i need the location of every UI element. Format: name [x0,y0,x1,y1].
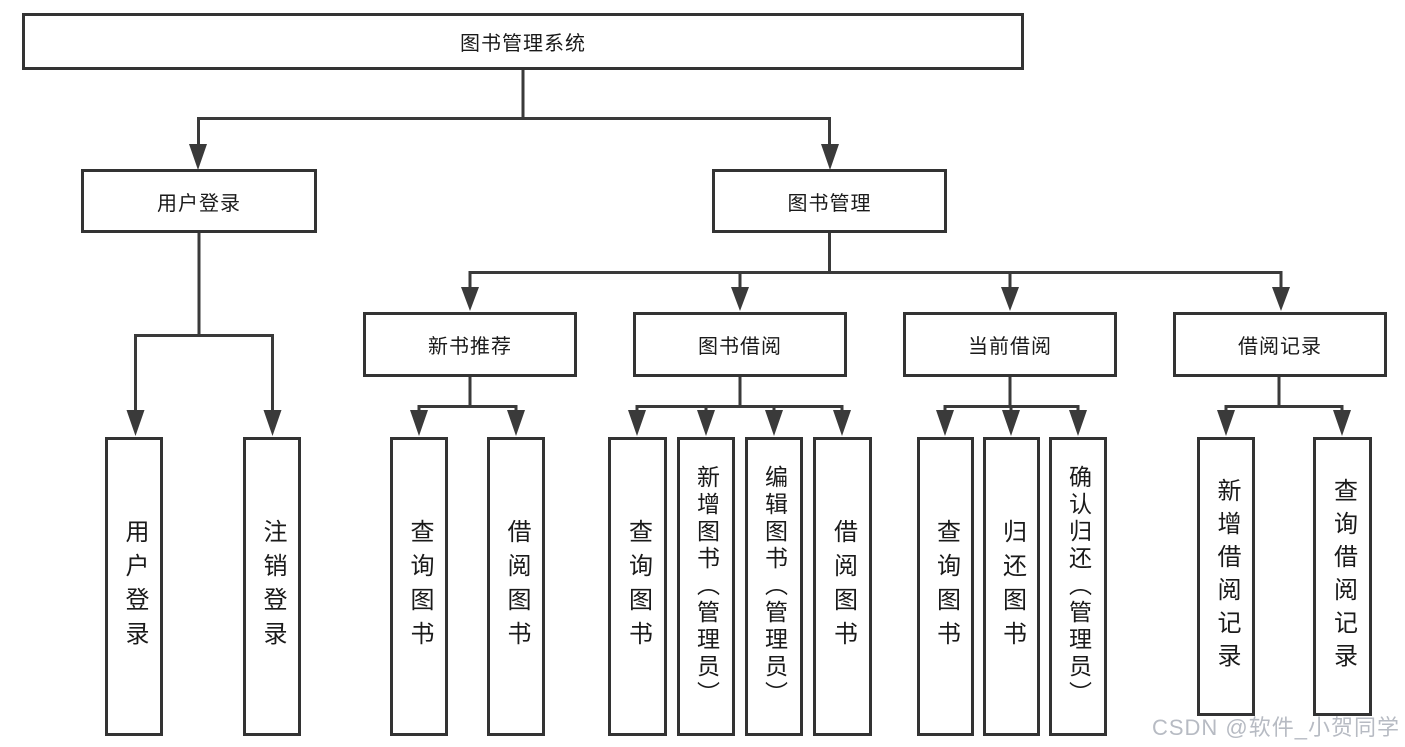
node-label: 查询图书 [624,518,652,655]
leaf-borrow-books-borrowing: 借阅图书 [813,437,872,736]
node-label: 新书推荐 [428,336,512,358]
node-book-management-branch: 图书管理 [712,169,947,233]
node-label: 归还图书 [998,518,1026,655]
leaf-edit-books-admin: 编辑图书（管理员） [745,437,803,736]
node-label: 当前借阅 [968,336,1052,358]
node-label: 查询图书 [932,518,960,655]
watermark: CSDN @软件_小贺同学 [1151,715,1400,740]
connector-line-path [134,70,1344,413]
leaf-return-books: 归还图书 [983,437,1040,736]
node-label: 注销登录 [259,518,286,655]
leaf-query-borrow-record: 查询借阅记录 [1313,437,1372,716]
node-label: 查询图书 [406,518,433,655]
node-label: 借阅图书 [503,518,530,655]
node-label: 图书借阅 [698,336,782,358]
node-label: 图书管理系统 [460,33,586,55]
node-book-borrowing: 图书借阅 [633,312,847,377]
leaf-query-books-current: 查询图书 [917,437,974,736]
leaf-borrow-books-recommendation: 借阅图书 [487,437,545,736]
node-borrowing-records: 借阅记录 [1173,312,1387,377]
node-label: 查询借阅记录 [1329,477,1357,676]
node-label: 借阅记录 [1238,336,1322,358]
node-current-borrowing: 当前借阅 [903,312,1117,377]
leaf-logout-login: 注销登录 [243,437,301,736]
node-label: 确认归还（管理员） [1065,465,1092,708]
node-label: 新增借阅记录 [1213,477,1240,676]
leaf-add-borrow-record: 新增借阅记录 [1197,437,1255,716]
leaf-query-books-borrowing: 查询图书 [608,437,667,736]
leaf-user-login: 用户登录 [105,437,163,736]
node-label: 用户登录 [121,518,148,655]
node-label: 借阅图书 [829,518,857,655]
node-label: 图书管理 [787,192,872,215]
node-library-management-system: 图书管理系统 [22,13,1024,70]
leaf-query-books-recommendation: 查询图书 [390,437,448,736]
node-user-login-branch: 用户登录 [81,169,317,233]
node-label: 用户登录 [157,192,241,215]
leaf-confirm-return-admin: 确认归还（管理员） [1049,437,1107,736]
node-new-book-recommendation: 新书推荐 [363,312,577,377]
leaf-add-books-admin: 新增图书（管理员） [677,437,735,736]
node-label: 新增图书（管理员） [693,465,720,708]
arrowhead-down-icons [126,144,1351,436]
node-label: 编辑图书（管理员） [761,465,788,708]
